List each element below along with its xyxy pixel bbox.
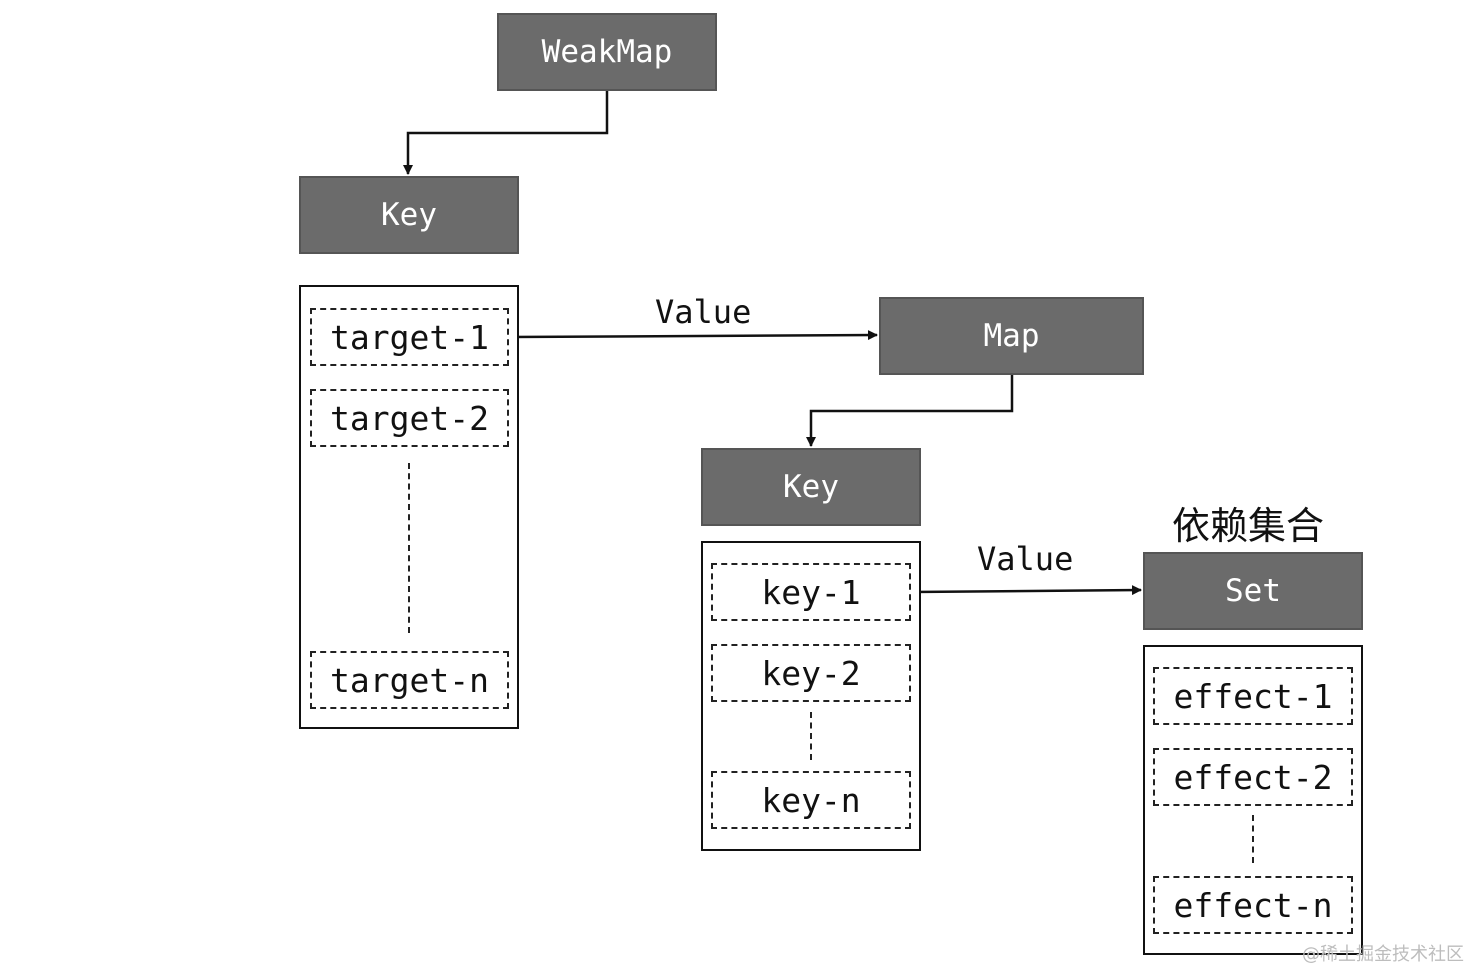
target-item-n: target-n — [310, 651, 509, 709]
set-box: Set — [1143, 552, 1363, 630]
target-value-label: Value — [655, 293, 752, 331]
map-key-box: Key — [701, 448, 921, 526]
target-key-label: Key — [381, 197, 437, 233]
map-key-label: Key — [783, 469, 839, 505]
target-key-box: Key — [299, 176, 519, 254]
effect-ellipsis — [1252, 815, 1254, 863]
target-item-2: target-2 — [310, 389, 509, 447]
map-to-key-arrow — [806, 375, 1014, 447]
key-item-n: key-n — [711, 771, 911, 829]
key-item-2: key-2 — [711, 644, 911, 702]
map-box: Map — [879, 297, 1144, 375]
map-label: Map — [983, 318, 1040, 354]
weakmap-to-key-arrow — [403, 91, 609, 175]
effect-item-1: effect-1 — [1153, 667, 1353, 725]
key1-to-set-arrow — [911, 585, 1142, 596]
effect-item-2: effect-2 — [1153, 748, 1353, 806]
set-label: Set — [1225, 573, 1281, 609]
dependency-set-title: 依赖集合 — [1172, 504, 1325, 548]
weakmap-box: WeakMap — [497, 13, 717, 91]
weakmap-label: WeakMap — [541, 34, 673, 70]
target-ellipsis — [408, 463, 410, 633]
effect-item-n: effect-n — [1153, 876, 1353, 934]
watermark: @稀土掘金技术社区 — [1302, 944, 1464, 965]
key-item-1: key-1 — [711, 563, 911, 621]
key-value-label: Value — [977, 540, 1074, 578]
target-item-1: target-1 — [310, 308, 509, 366]
key-ellipsis — [810, 712, 812, 760]
target1-to-map-arrow — [509, 330, 878, 341]
